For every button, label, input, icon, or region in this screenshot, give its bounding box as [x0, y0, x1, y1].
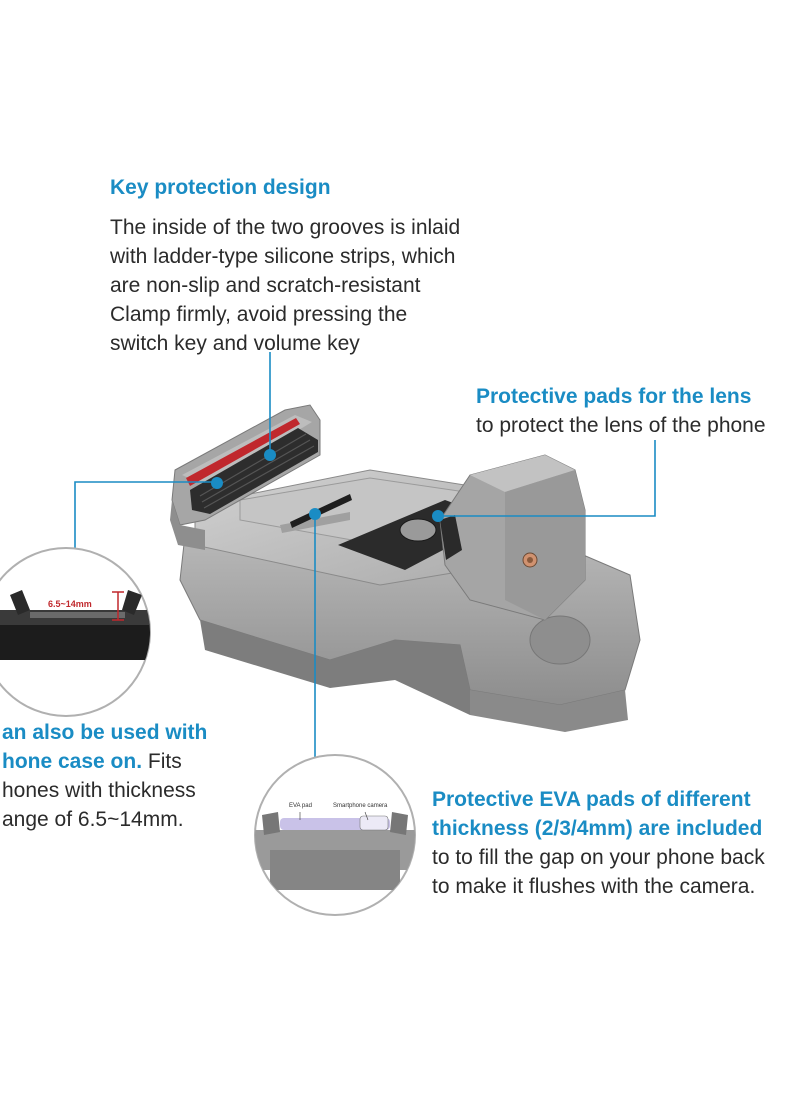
inset-eva: [254, 754, 416, 916]
right-clamp: [439, 454, 586, 621]
case-note-title-2: hone case on.: [2, 750, 143, 773]
eva-pads-title-1: Protective EVA pads of different: [432, 788, 751, 811]
key-protection-line-4: Clamp firmly, avoid pressing the: [110, 303, 408, 326]
case-note-line-2: hones with thickness: [2, 779, 196, 802]
lens-pads-line: to protect the lens of the phone: [476, 414, 766, 437]
key-protection-line-3: are non-slip and scratch-resistant: [110, 274, 421, 297]
lens-pads-title: Protective pads for the lens: [476, 385, 752, 408]
key-protection-line-1: The inside of the two grooves is inlaid: [110, 216, 461, 239]
key-protection-title: Key protection design: [110, 176, 331, 199]
callout-lines: [74, 352, 656, 760]
eva-pad-label: EVA pad: [289, 803, 312, 809]
callout-dots: [211, 449, 444, 522]
eva-pads-line-2: to make it flushes with the camera.: [432, 875, 756, 898]
dimension-label: 6.5~14mm: [48, 599, 92, 609]
eva-pads-line-1: to to fill the gap on your phone back: [432, 846, 765, 869]
eva-pads-title-2: thickness (2/3/4mm) are included: [432, 817, 763, 840]
left-clamp: [170, 404, 321, 550]
inset-thickness: [0, 547, 151, 717]
case-note-fits: Fits: [142, 750, 182, 773]
case-note-line-1: hone case on. Fits: [2, 747, 182, 776]
smartphone-camera-label: Smartphone camera: [333, 803, 388, 809]
key-protection-line-5: switch key and volume key: [110, 332, 360, 355]
case-note-title: an also be used with: [2, 721, 208, 744]
key-protection-line-2: with ladder-type silicone strips, which: [110, 245, 456, 268]
case-note-line-3: ange of 6.5~14mm.: [2, 808, 184, 831]
